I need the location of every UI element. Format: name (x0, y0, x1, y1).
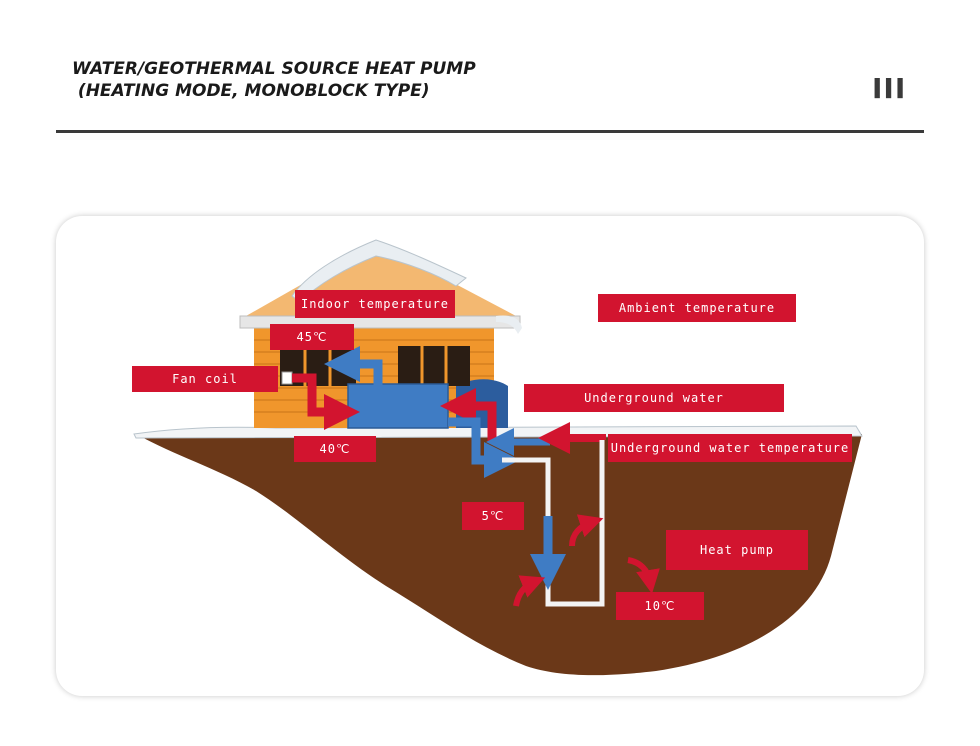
label-temp-40: 40℃ (294, 436, 376, 462)
label-underground-water-temperature: Underground water temperature (608, 434, 852, 462)
cold-pipe-ground-out (448, 417, 520, 478)
label-fan-coil: Fan coil (132, 366, 278, 392)
header-divider (56, 130, 924, 133)
label-indoor-temperature: Indoor temperature (295, 290, 455, 318)
label-underground-water: Underground water (524, 384, 784, 412)
roof-snow (291, 239, 467, 303)
title-line-2: (HEATING MODE, MONOBLOCK TYPE) (72, 81, 430, 101)
section-number: III (872, 72, 907, 105)
fan-coil-unit (281, 371, 293, 385)
title-line-1: WATER/GEOTHERMAL SOURCE HEAT PUMP (72, 59, 476, 79)
label-ambient-temperature: Ambient temperature (598, 294, 796, 322)
label-heat-pump: Heat pump (666, 530, 808, 570)
eave-snow (496, 315, 522, 334)
heat-flow-arc-1 (569, 514, 604, 547)
cold-pipe-return-indoor (324, 346, 383, 386)
heat-flow-arc-3 (627, 557, 660, 594)
diagram-card: Indoor temperature Ambient temperature 4… (56, 216, 924, 696)
label-temp-5: 5℃ (462, 502, 524, 530)
page-title: WATER/GEOTHERMAL SOURCE HEAT PUMP (HEATI… (72, 58, 476, 102)
heat-flow-arc-2 (513, 575, 546, 607)
hot-pipe-from-borehole (538, 422, 606, 454)
label-temp-10: 10℃ (616, 592, 704, 620)
borehole-loop (502, 440, 605, 607)
heat-pump-unit (347, 383, 449, 429)
label-temp-45: 45℃ (270, 324, 354, 350)
window-right (398, 346, 470, 386)
hot-pipe-supply (292, 373, 360, 430)
